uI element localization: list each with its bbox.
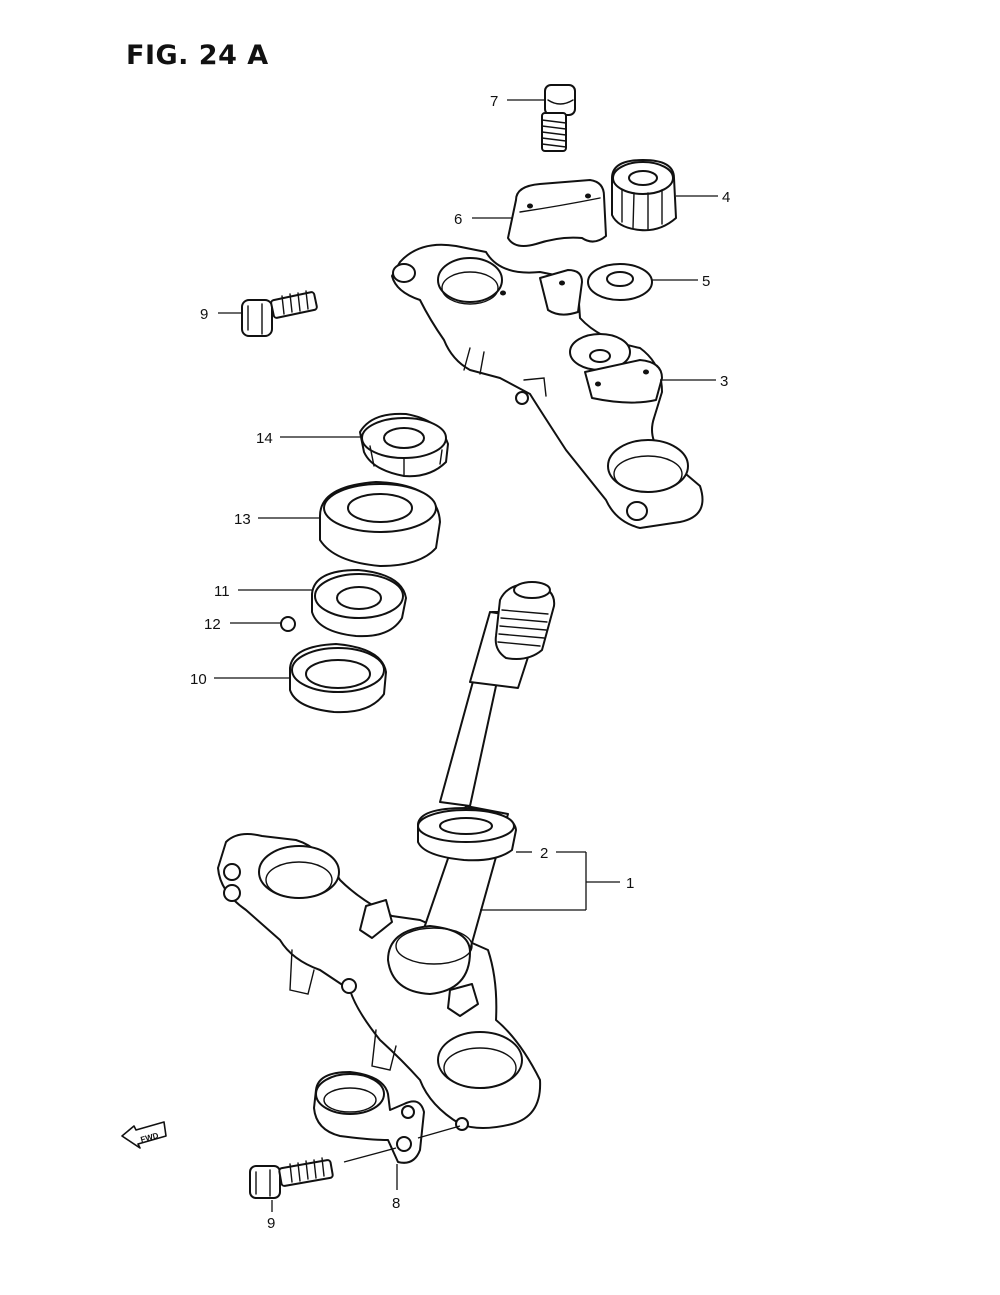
part-6-handlebar-holder	[507, 179, 607, 247]
callout-3: 3	[720, 373, 728, 390]
callout-11: 11	[214, 583, 230, 600]
callout-8: 8	[392, 1195, 400, 1212]
callout-12: 12	[204, 616, 221, 633]
part-12-ball	[280, 616, 296, 632]
callout-14: 14	[256, 430, 273, 447]
figure-title: FIG. 24 A	[126, 40, 269, 71]
part-9-bolt-upper	[241, 290, 318, 337]
callout-5: 5	[702, 273, 710, 290]
callout-7: 7	[490, 93, 498, 110]
callout-13: 13	[234, 511, 251, 528]
callout-9-upper: 9	[200, 306, 208, 323]
leader-lines	[214, 99, 718, 1212]
part-3-upper-bracket	[391, 243, 704, 529]
part-4-nut	[611, 159, 677, 232]
part-7-bolt	[541, 84, 576, 152]
callout-9-lower: 9	[267, 1215, 275, 1232]
callout-1: 1	[626, 875, 634, 892]
part-5-washer	[587, 263, 653, 301]
part-13-dust-seal	[319, 481, 441, 567]
fwd-arrow-icon: FWD	[121, 1121, 167, 1149]
part-14-steering-stem-nut	[359, 412, 449, 478]
part-11-bearing	[311, 569, 407, 638]
callout-4: 4	[722, 189, 730, 206]
part-10-bearing-race	[289, 643, 387, 714]
callout-2: 2	[540, 845, 548, 862]
part-2-seal	[417, 807, 517, 862]
callout-numbers: 7 4 6 5 3 9 14 13 11 12 10 2 1 8 9	[190, 93, 730, 1232]
part-8-plate	[313, 1071, 469, 1164]
callout-10: 10	[190, 671, 207, 688]
callout-6: 6	[454, 211, 462, 228]
part-9-bolt-lower	[249, 1157, 334, 1199]
